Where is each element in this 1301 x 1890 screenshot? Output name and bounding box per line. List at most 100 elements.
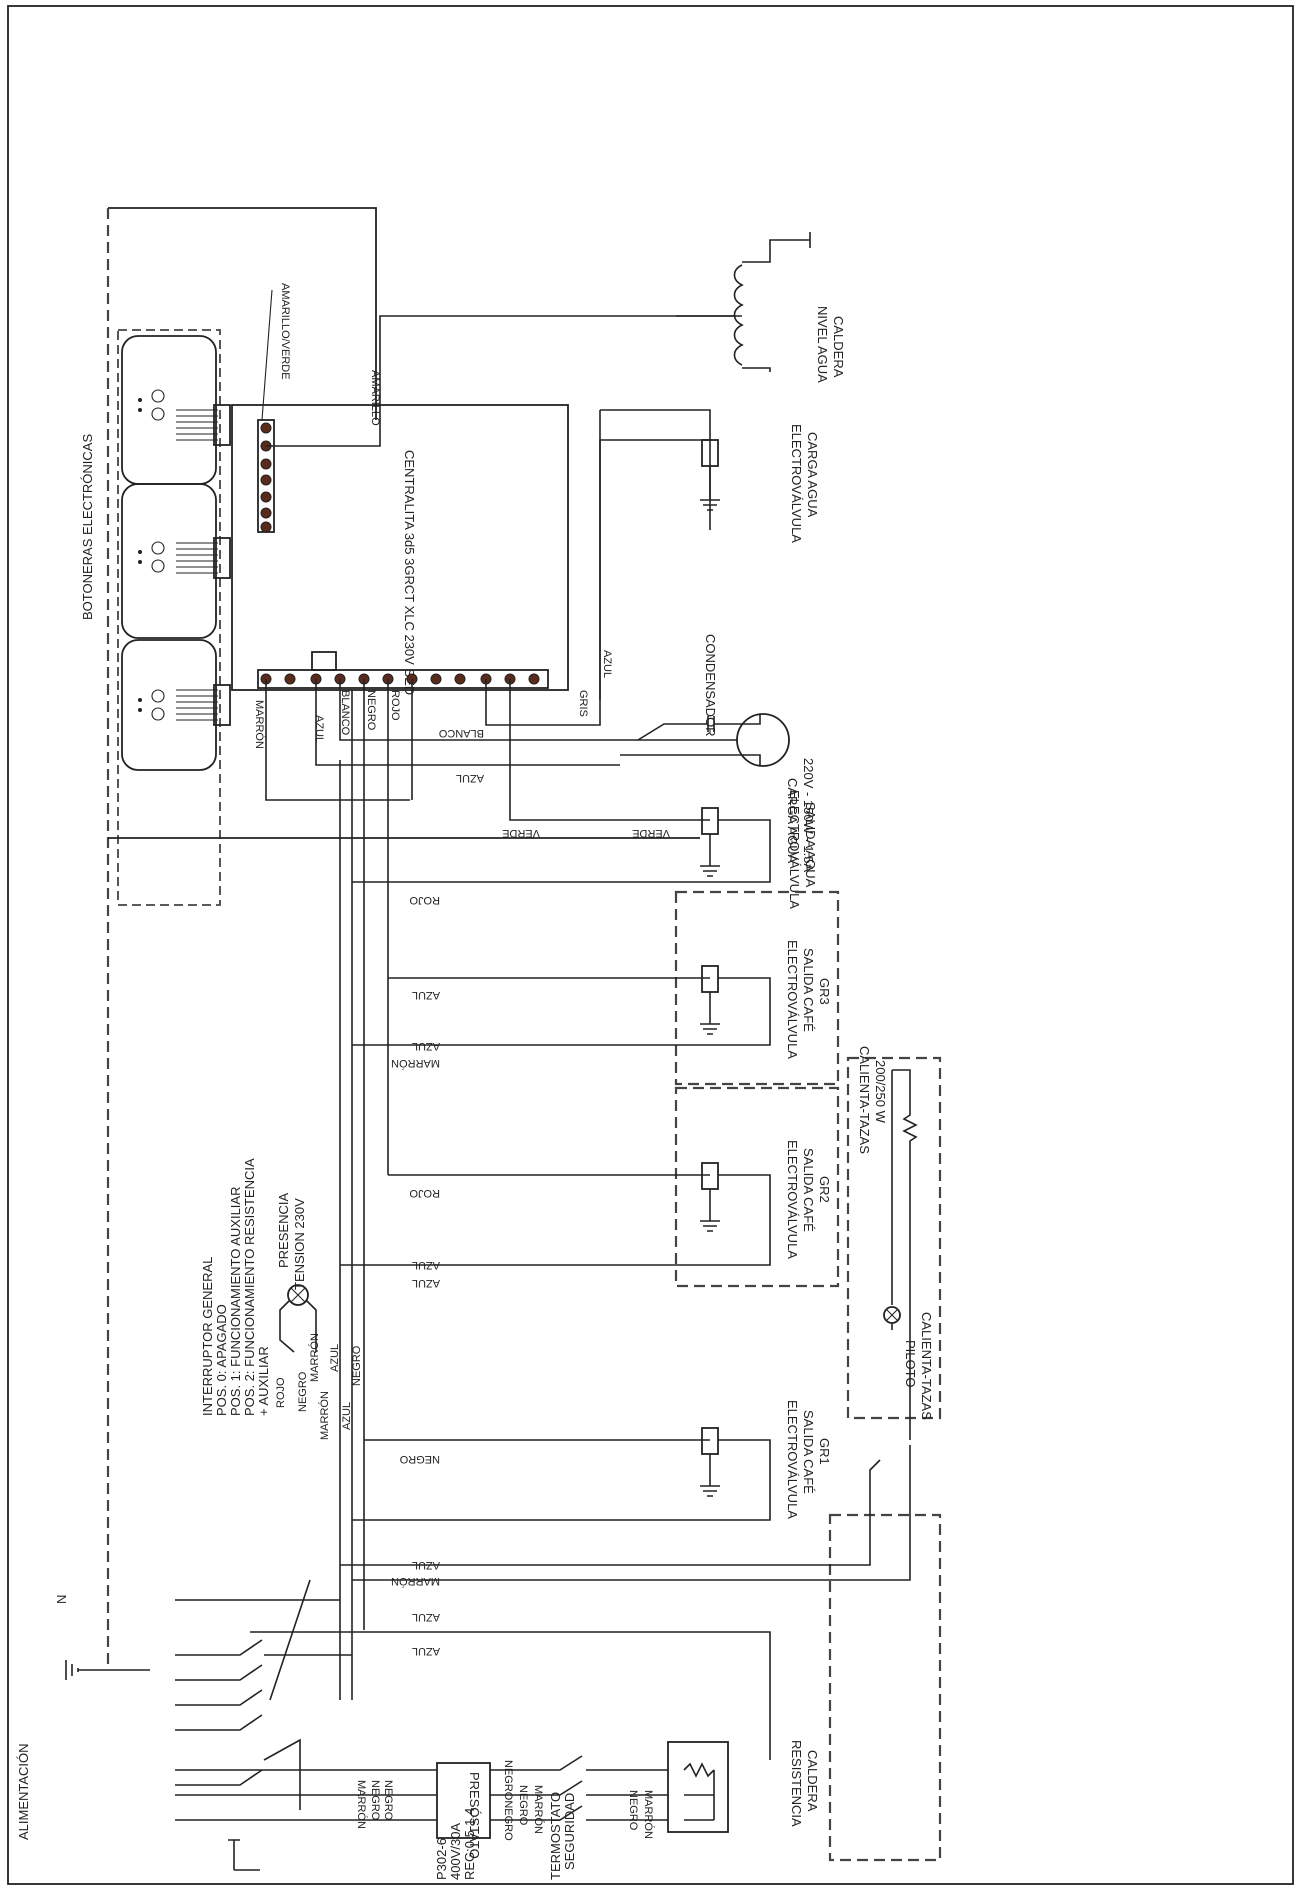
label-negro-f: NEGRO [369, 1780, 381, 1821]
label-ev-gr2-3: GR2 [817, 1176, 832, 1203]
label-p302-3: REG:0.5-1.4 [462, 1808, 477, 1880]
label-negro-a: NEGRO [365, 690, 377, 731]
label-ev-gr1-3: GR1 [817, 1438, 832, 1465]
label-azul-e: AZUL [412, 1040, 440, 1052]
presencia-lamp [279, 1284, 317, 1353]
label-azul-i: AZUL [341, 1402, 353, 1430]
ground-symbol-bottom [228, 1839, 260, 1871]
label-ev-gr3-2: SALIDA CAFÉ [801, 948, 816, 1032]
label-marron-b: MARRÓN [391, 1057, 440, 1070]
label-negro-h: NEGRO [627, 1790, 639, 1831]
label-azul-h: AZUL [329, 1344, 341, 1372]
ev-carga-return [600, 409, 711, 440]
label-amarillo: AMARILLO [369, 370, 381, 426]
label-negro-g: NEGRO [517, 1785, 529, 1826]
label-blanco-a: BLANCO [339, 690, 351, 736]
label-ev-carga-2: CARGA AGUA [805, 432, 820, 518]
label-azul-g: AZUL [412, 1277, 440, 1289]
label-int-1: INTERRUPTOR GENERAL [200, 1257, 215, 1416]
page-frame [7, 5, 1294, 1885]
calienta-tazas-circuit [828, 1513, 942, 1862]
label-resistencia-1: RESISTENCIA [789, 1740, 804, 1827]
label-rojo-a: ROJO [389, 690, 401, 721]
amarillo-verde-wire [261, 289, 273, 421]
label-ev-salida-agua-2: SALIDA AGUA [803, 802, 818, 888]
presostato-box [436, 1762, 491, 1839]
ev-salida-agua [352, 679, 771, 883]
resistencia-caldera [667, 1741, 729, 1833]
label-marron-g: MARRÓN [532, 1785, 545, 1834]
main-switch [175, 1579, 352, 1810]
wire-azul-pump [315, 679, 620, 766]
label-presencia-2: TENSION 230V [292, 1198, 307, 1290]
label-verde-b: VERDE [632, 827, 670, 839]
calienta-tazas-enclosure [846, 1056, 942, 1420]
label-verde-a: VERDE [502, 827, 540, 839]
label-azul-a: AZUL [601, 650, 613, 678]
label-centralita: CENTRALITA 3d5 3GRCT XLC 230V SED [402, 450, 417, 695]
label-botoneras: BOTONERAS ELECTRÓNICAS [80, 434, 95, 620]
label-marron-e: MARRÓN [391, 1575, 440, 1588]
termostato-seguridad [490, 1755, 668, 1821]
label-p302-2: 400V/30A [448, 1823, 463, 1880]
label-termostato-2: SEGURIDAD [562, 1793, 577, 1870]
earth-wire-top [108, 207, 377, 420]
label-negro-e: NEGRO [382, 1780, 394, 1821]
label-rojo-c: ROJO [409, 1187, 440, 1199]
label-marron-h: MARRÓN [642, 1790, 655, 1839]
label-alimentacion: ALIMENTACIÓN [16, 1743, 31, 1840]
label-ev-gr2-1: ELECTROVÁLVULA [785, 1140, 800, 1259]
label-marron-d: MARRÓN [318, 1391, 331, 1440]
label-calienta-1: CALIENTA-TAZAS [857, 1046, 872, 1154]
label-piloto-1: PILOTO [903, 1340, 918, 1387]
label-resistencia-2: CALDERA [805, 1750, 820, 1812]
ev-gr1 [352, 1427, 771, 1521]
gr2-enclosure [674, 1086, 840, 1288]
label-ev-gr3-1: ELECTROVÁLVULA [785, 940, 800, 1059]
label-azul-l: AZUL [412, 1645, 440, 1657]
nivel-agua-probe [676, 232, 811, 372]
label-negro-b: NEGRO [351, 1345, 363, 1386]
label-n: N [54, 1595, 69, 1604]
label-piloto-2: CALIENTA-TAZAS [919, 1312, 934, 1420]
terminal-strip-top [257, 419, 275, 533]
label-blanco-b: BLANCO [438, 727, 484, 739]
label-negronegro: NEGRONEGRO [502, 1760, 514, 1841]
botoneras-enclosure [117, 329, 221, 906]
cond-wire [637, 723, 708, 741]
label-presostato: PRESÓSTATO [467, 1772, 482, 1859]
label-ev-gr1-2: SALIDA CAFÉ [801, 1410, 816, 1494]
label-azul-d: AZUL [412, 989, 440, 1001]
label-ev-carga-1: ELECTROVÁLVULA [789, 424, 804, 543]
wires-to-presostato [175, 1769, 437, 1821]
label-azul-f: AZUL [412, 1259, 440, 1271]
ground-symbol-left [65, 1660, 150, 1680]
label-int-4: POS. 2: FUNCIONAMIENTO RESISTENCIA [242, 1158, 257, 1416]
ev-gr3 [352, 965, 771, 1046]
wire-marron-main [265, 679, 410, 801]
gr3-enclosure [674, 890, 840, 1086]
label-amarillo-verde: AMARILLO/VERDE [279, 283, 291, 380]
label-ev-salida-agua-1: ELECTROVÁLVULA [787, 790, 802, 909]
label-rojo-b: ROJO [409, 894, 440, 906]
label-carga-agua-2: 220V - 150W - 1.5A [801, 758, 816, 872]
ribbon-cables [176, 404, 231, 726]
wire-amarillo [266, 315, 735, 447]
ev-carga-agua [599, 439, 720, 700]
label-azul-k: AZUL [412, 1611, 440, 1623]
label-marron-c: MARRÓN [308, 1333, 321, 1382]
label-calienta-2: 200/250 W [873, 1060, 888, 1124]
label-presencia-1: PRESENCIA [276, 1193, 291, 1268]
label-ev-gr1-1: ELECTROVÁLVULA [785, 1400, 800, 1519]
label-negro-d: NEGRO [399, 1453, 440, 1465]
terminal-strip-bottom [257, 651, 549, 689]
calienta-tazas-resistor [883, 1069, 918, 1440]
wire-gris [485, 679, 601, 726]
wire-azul-resistencia [250, 1631, 771, 1760]
label-termostato-1: TERMOSTATO [548, 1792, 563, 1880]
label-int-2: POS. 0: APAGADO [214, 1304, 229, 1416]
pump-wire-2 [620, 754, 761, 766]
label-nivel-agua-1: NIVEL AGUA [815, 306, 830, 383]
